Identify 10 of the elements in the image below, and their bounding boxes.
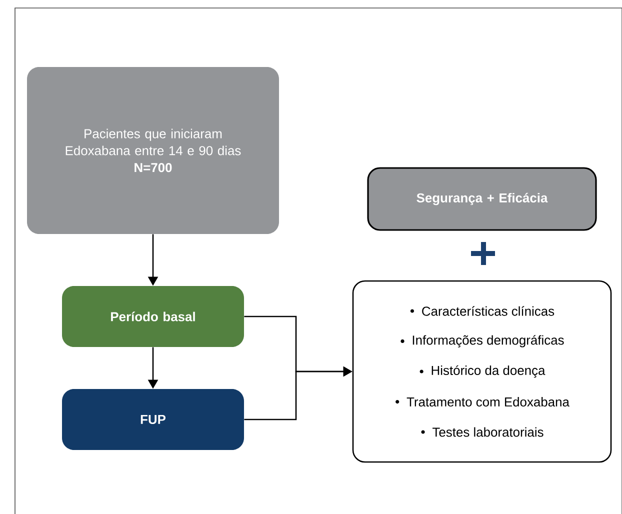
list-item: Informações demográficas <box>400 335 564 348</box>
list-item: Histórico da doença <box>420 365 546 378</box>
process-box: Período basal <box>62 286 244 347</box>
list-item: Testes laboratoriais <box>421 427 544 437</box>
list-item: Características clínicas <box>410 306 554 316</box>
list-item: Tratamento com Edoxabana <box>396 397 570 407</box>
process-box: FUP <box>62 389 244 450</box>
process-box: Segurança + Eficácia <box>367 167 597 231</box>
list-box <box>352 280 612 463</box>
process-box: Pacientes que iniciaram Edoxabana entre 14 e 90 dias N=700 <box>27 67 279 234</box>
